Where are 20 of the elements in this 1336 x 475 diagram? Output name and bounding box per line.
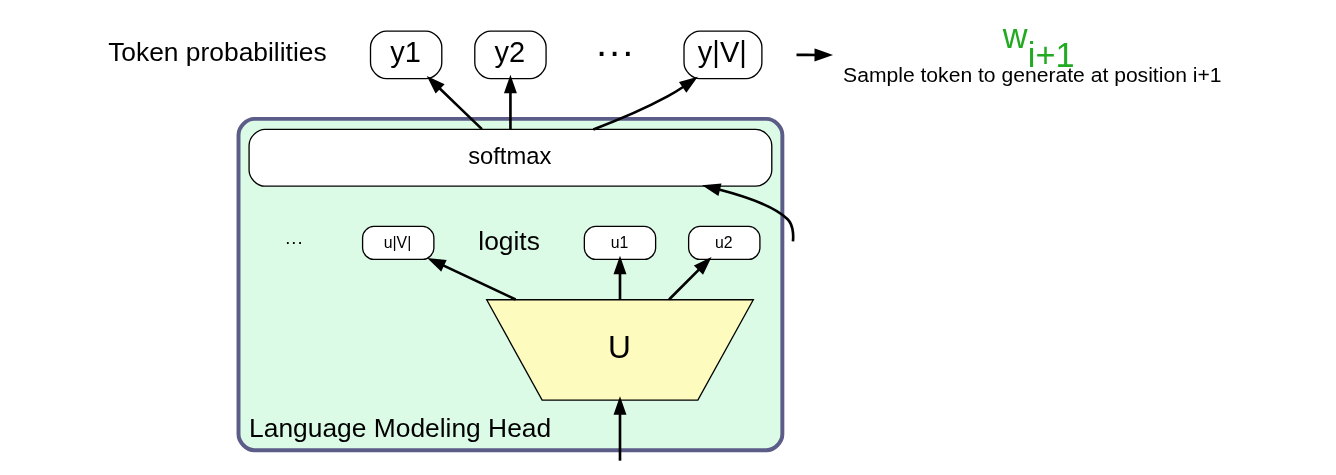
label: ···	[284, 230, 303, 252]
arrow	[701, 183, 794, 242]
node-box: y|V|	[682, 30, 763, 80]
node-box: softmax	[247, 128, 772, 187]
arrow	[503, 74, 517, 130]
arrow	[426, 76, 483, 131]
node-box: u1	[583, 225, 656, 261]
label: logits	[477, 225, 540, 256]
node-box: y1	[369, 30, 442, 80]
label: Token probabilities	[107, 37, 327, 68]
arrow	[613, 255, 626, 300]
node-box: u2	[687, 225, 761, 261]
node-box: u|V|	[361, 225, 435, 261]
arrow	[426, 257, 516, 301]
arrow	[795, 48, 833, 62]
arrow	[613, 396, 626, 461]
arrow	[667, 257, 712, 301]
arrow	[592, 76, 698, 131]
label: ···	[594, 28, 634, 73]
node-box: y2	[473, 30, 547, 80]
